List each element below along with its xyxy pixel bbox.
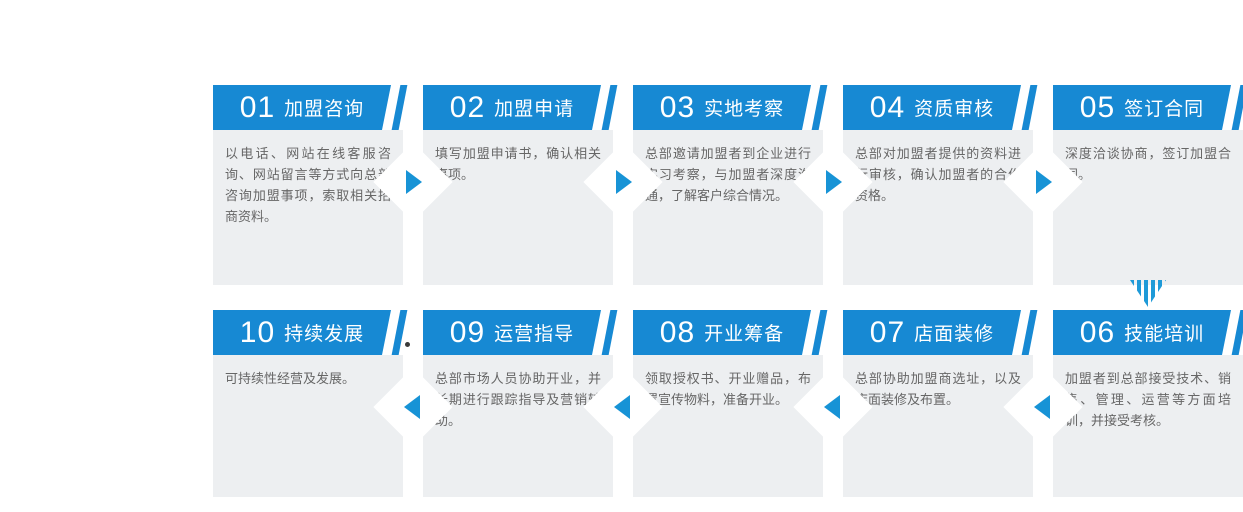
step-description: 总部市场人员协助开业，并长期进行跟踪指导及营销辅助。 — [435, 371, 601, 428]
step-header: 05 签订合同 — [1053, 85, 1243, 130]
arrow-left-icon — [824, 395, 840, 419]
step-title: 资质审核 — [914, 99, 995, 120]
step-description: 总部邀请加盟者到企业进行实习考察，与加盟者深度沟通，了解客户综合情况。 — [645, 146, 811, 203]
step-card-10: 10 持续发展 可持续性经营及发展。 — [213, 310, 408, 497]
step-connector — [1003, 310, 1083, 497]
step-header: 06 技能培训 — [1053, 310, 1243, 355]
step-number: 10 — [239, 315, 276, 349]
step-body: 总部市场人员协助开业，并长期进行跟踪指导及营销辅助。 — [423, 355, 613, 497]
step-number: 05 — [1079, 90, 1116, 124]
step-number: 07 — [869, 315, 906, 349]
step-body: 以电话、网站在线客服咨询、网站留言等方式向总部咨询加盟事项，索取相关招商资料。 — [213, 130, 403, 285]
step-connector — [373, 310, 453, 497]
step-body: 深度洽谈协商，签订加盟合同。 — [1053, 130, 1243, 285]
step-title: 加盟咨询 — [284, 99, 365, 120]
step-number: 08 — [659, 315, 696, 349]
step-header-ribbon: 08 开业筹备 — [633, 310, 811, 355]
step-title: 持续发展 — [284, 324, 365, 345]
arrow-left-icon — [614, 395, 630, 419]
arrow-right-icon — [1036, 170, 1052, 194]
step-description: 可持续性经营及发展。 — [225, 371, 356, 386]
step-card-04: 04 资质审核 总部对加盟者提供的资料进行审核，确认加盟者的合作资格。 — [843, 85, 1038, 285]
step-body: 总部对加盟者提供的资料进行审核，确认加盟者的合作资格。 — [843, 130, 1033, 285]
step-header-ribbon: 03 实地考察 — [633, 85, 811, 130]
step-header-ribbon: 02 加盟申请 — [423, 85, 601, 130]
step-header-ribbon: 06 技能培训 — [1053, 310, 1231, 355]
step-number: 02 — [449, 90, 486, 124]
step-number: 03 — [659, 90, 696, 124]
step-title: 运营指导 — [494, 324, 575, 345]
step-header: 09 运营指导 — [423, 310, 618, 355]
step-connector — [793, 310, 873, 497]
step-header: 02 加盟申请 — [423, 85, 618, 130]
step-header: 10 持续发展 — [213, 310, 408, 355]
step-connector — [1003, 85, 1083, 285]
step-connector — [373, 85, 453, 285]
arrow-left-icon — [404, 395, 420, 419]
arrow-right-icon — [616, 170, 632, 194]
step-header: 04 资质审核 — [843, 85, 1038, 130]
step-header: 03 实地考察 — [633, 85, 828, 130]
step-title: 实地考察 — [704, 99, 785, 120]
step-header: 07 店面装修 — [843, 310, 1038, 355]
process-row-top: 01 加盟咨询 以电话、网站在线客服咨询、网站留言等方式向总部咨询加盟事项，索取… — [213, 85, 1243, 285]
step-card-02: 02 加盟申请 填写加盟申请书，确认相关事项。 — [423, 85, 618, 285]
step-card-05: 05 签订合同 深度洽谈协商，签订加盟合同。 — [1053, 85, 1243, 285]
step-description: 以电话、网站在线客服咨询、网站留言等方式向总部咨询加盟事项，索取相关招商资料。 — [225, 146, 391, 224]
step-number: 01 — [239, 90, 276, 124]
step-header-ribbon: 10 持续发展 — [213, 310, 391, 355]
step-connector — [583, 85, 663, 285]
step-card-09: 09 运营指导 总部市场人员协助开业，并长期进行跟踪指导及营销辅助。 — [423, 310, 618, 497]
step-body: 领取授权书、开业赠品，布置宣传物料，准备开业。 — [633, 355, 823, 497]
arrow-down-icon — [1130, 280, 1166, 307]
process-row-bottom: 10 持续发展 可持续性经营及发展。 09 运营指导 总部市场 — [213, 310, 1243, 497]
step-connector — [583, 310, 663, 497]
arrow-left-icon — [1034, 395, 1050, 419]
step-header-ribbon: 04 资质审核 — [843, 85, 1021, 130]
step-card-08: 08 开业筹备 领取授权书、开业赠品，布置宣传物料，准备开业。 — [633, 310, 828, 497]
step-header-ribbon: 07 店面装修 — [843, 310, 1021, 355]
step-title: 技能培训 — [1124, 324, 1205, 345]
step-title: 加盟申请 — [494, 99, 575, 120]
step-number: 06 — [1079, 315, 1116, 349]
step-card-03: 03 实地考察 总部邀请加盟者到企业进行实习考察，与加盟者深度沟通，了解客户综合… — [633, 85, 828, 285]
arrow-right-icon — [826, 170, 842, 194]
step-description: 填写加盟申请书，确认相关事项。 — [435, 146, 601, 182]
step-description: 总部协助加盟商选址，以及店面装修及布置。 — [855, 371, 1021, 407]
step-number: 04 — [869, 90, 906, 124]
step-card-07: 07 店面装修 总部协助加盟商选址，以及店面装修及布置。 — [843, 310, 1038, 497]
step-description: 领取授权书、开业赠品，布置宣传物料，准备开业。 — [645, 371, 811, 407]
step-description: 总部对加盟者提供的资料进行审核，确认加盟者的合作资格。 — [855, 146, 1021, 203]
step-header: 08 开业筹备 — [633, 310, 828, 355]
arrow-right-icon — [406, 170, 422, 194]
step-description: 加盟者到总部接受技术、销售、管理、运营等方面培训，并接受考核。 — [1065, 371, 1231, 428]
step-header-ribbon: 09 运营指导 — [423, 310, 601, 355]
ribbon-tail — [1231, 85, 1243, 130]
step-body: 总部邀请加盟者到企业进行实习考察，与加盟者深度沟通，了解客户综合情况。 — [633, 130, 823, 285]
step-connector — [793, 85, 873, 285]
stray-dot — [405, 342, 410, 347]
step-header-ribbon: 01 加盟咨询 — [213, 85, 391, 130]
step-number: 09 — [449, 315, 486, 349]
ribbon-tail — [1231, 310, 1243, 355]
step-body: 加盟者到总部接受技术、销售、管理、运营等方面培训，并接受考核。 — [1053, 355, 1243, 497]
step-body: 可持续性经营及发展。 — [213, 355, 403, 497]
step-body: 填写加盟申请书，确认相关事项。 — [423, 130, 613, 285]
step-title: 签订合同 — [1124, 99, 1205, 120]
step-header: 01 加盟咨询 — [213, 85, 408, 130]
step-card-01: 01 加盟咨询 以电话、网站在线客服咨询、网站留言等方式向总部咨询加盟事项，索取… — [213, 85, 408, 285]
step-card-06: 06 技能培训 加盟者到总部接受技术、销售、管理、运营等方面培训，并接受考核。 — [1053, 310, 1243, 497]
step-header-ribbon: 05 签订合同 — [1053, 85, 1231, 130]
step-title: 店面装修 — [914, 324, 995, 345]
step-title: 开业筹备 — [704, 324, 785, 345]
step-description: 深度洽谈协商，签订加盟合同。 — [1065, 146, 1231, 182]
step-body: 总部协助加盟商选址，以及店面装修及布置。 — [843, 355, 1033, 497]
